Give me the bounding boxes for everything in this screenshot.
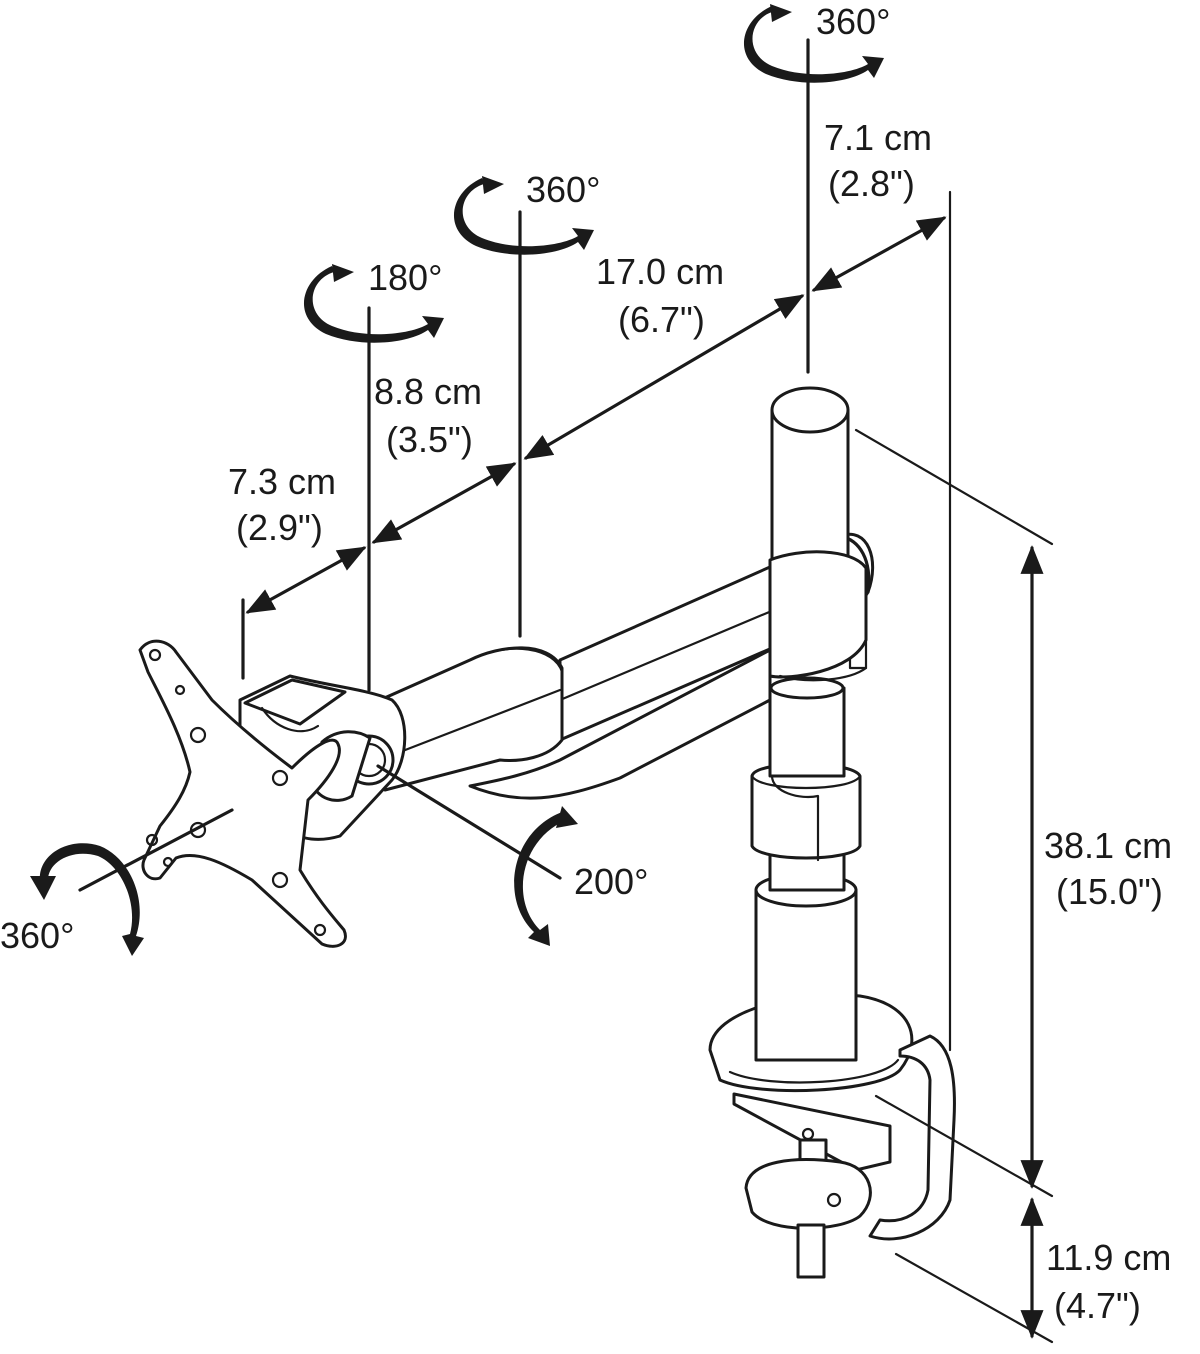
rotation-label-arm-end: 180° <box>368 257 442 298</box>
dimension-tilt-head-imperial: (2.9") <box>236 507 323 548</box>
dimension-tilt-head-metric: 7.3 cm <box>228 461 336 502</box>
rotate-arrow-icon <box>30 843 144 956</box>
arm-underside <box>468 648 772 800</box>
dimension-lines <box>245 190 1054 1344</box>
dimension-labels: 7.1 cm (2.8") 17.0 cm (6.7") 8.8 cm (3.5… <box>228 117 1172 1326</box>
rotate-arrow-icon <box>743 4 884 83</box>
rotation-labels: 360° 360° 180° 200° 360° <box>0 1 890 956</box>
dimension-long-arm-imperial: (6.7") <box>618 299 705 340</box>
dimension-pole-offset-imperial: (2.8") <box>828 163 915 204</box>
pole-middle <box>768 686 846 778</box>
dimension-short-arm-metric: 8.8 cm <box>374 371 482 412</box>
dimension-short-arm-imperial: (3.5") <box>386 419 473 460</box>
dimension-long-arm-metric: 17.0 cm <box>596 251 724 292</box>
dimension-clamp-height-imperial: (4.7") <box>1054 1285 1141 1326</box>
rotate-arrow-icon <box>303 264 444 343</box>
clamp-bottom-disc <box>744 1158 872 1230</box>
rotation-label-tilt: 200° <box>574 861 648 902</box>
rotation-axes <box>78 38 810 892</box>
dimension-pole-offset-metric: 7.1 cm <box>824 117 932 158</box>
rotation-label-pole-top: 360° <box>816 1 890 42</box>
rotate-arrow-icon <box>514 806 578 946</box>
rotation-label-plate: 360° <box>0 915 74 956</box>
pole-base-sleeve <box>754 888 858 1062</box>
height-collar <box>750 762 862 860</box>
arm-pole-joint <box>768 550 868 679</box>
dimension-pole-height-imperial: (15.0") <box>1056 871 1163 912</box>
vesa-plate <box>138 639 347 948</box>
dimension-clamp-height-metric: 11.9 cm <box>1046 1237 1171 1278</box>
rotation-label-middle-pivot: 360° <box>526 169 600 210</box>
dimension-pole-height-metric: 38.1 cm <box>1044 825 1172 866</box>
rotate-arrow-icon <box>453 176 594 255</box>
clamp-c-bracket <box>868 1034 956 1241</box>
rotation-arrows <box>30 4 884 956</box>
